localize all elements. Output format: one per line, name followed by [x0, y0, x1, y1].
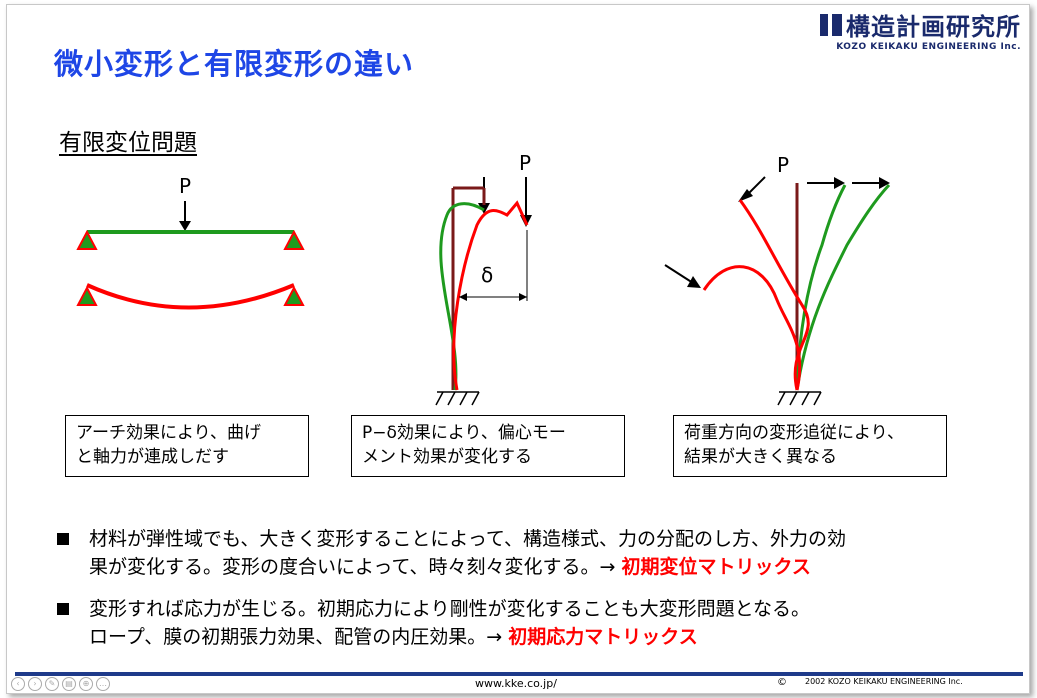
slide-nav: ‹ › ✎ ▤ ⊕ …	[11, 677, 110, 691]
emphasis-text: 初期変位マトリックス	[621, 556, 811, 578]
logo-subtitle: KOZO KEIKAKU ENGINEERING Inc.	[836, 42, 1021, 52]
bullet-list: 材料が弾性域でも、大きく変形することによって、構造様式、力の分配のし方、外力の効…	[49, 525, 1009, 665]
bullet-item: 材料が弾性域でも、大きく変形することによって、構造様式、力の分配のし方、外力の効…	[49, 525, 1009, 581]
slide-title: 微小変形と有限変形の違い	[54, 47, 415, 81]
right-arrow-icon	[879, 177, 890, 189]
company-logo: 構造計画研究所 KOZO KEIKAKU ENGINEERING Inc.	[820, 7, 1021, 52]
logo-mark-icon	[820, 13, 842, 36]
footer-bar	[15, 672, 1023, 676]
caption-box-arch: アーチ効果により、曲げ と軸力が連成しだす	[65, 415, 309, 477]
logo-text: 構造計画研究所	[846, 13, 1021, 41]
bullet-item: 変形すれば応力が生じる。初期応力により剛性が変化することも大変形問題となる。 ロ…	[49, 595, 1009, 651]
section-heading: 有限変位問題	[59, 130, 197, 156]
deflected-beam	[86, 283, 295, 310]
zoom-icon[interactable]: ⊕	[79, 677, 93, 691]
delta-label: δ	[481, 263, 493, 287]
follower-load-diagram: P	[664, 153, 891, 406]
prev-slide-icon[interactable]: ‹	[11, 677, 25, 691]
copyright-symbol: ©	[777, 677, 787, 688]
beam-diagram: P	[76, 174, 305, 310]
footer-copyright: 2002 KOZO KEIKAKU ENGINEERING Inc.	[805, 677, 963, 686]
pen-icon[interactable]: ✎	[45, 677, 59, 691]
load-label-p1: P	[179, 174, 191, 198]
square-bullet-icon	[57, 603, 69, 615]
slide-menu-icon[interactable]: ▤	[62, 677, 76, 691]
footer-url: www.kke.co.jp/	[475, 677, 557, 690]
support-triangle-icon	[76, 229, 305, 250]
red-deflection	[452, 200, 529, 391]
load-label-p3: P	[777, 153, 789, 177]
right-arrow-icon	[834, 177, 845, 189]
next-slide-icon[interactable]: ›	[28, 677, 42, 691]
slide: 微小変形と有限変形の違い 構造計画研究所 KOZO KEIKAKU ENGINE…	[6, 4, 1030, 694]
square-bullet-icon	[57, 533, 69, 545]
diagram-canvas: P P	[76, 151, 891, 406]
arrow-icon	[687, 276, 701, 288]
emphasis-text: 初期応力マトリックス	[508, 626, 698, 648]
down-arrow-icon	[179, 221, 191, 231]
load-label-p2: P	[519, 151, 531, 175]
green-deflection	[795, 183, 891, 391]
arrow-icon	[738, 189, 753, 202]
p-delta-diagram: P δ	[435, 151, 532, 406]
more-icon[interactable]: …	[96, 677, 110, 691]
red-deflection	[702, 265, 802, 391]
caption-box-p-delta: P−δ効果により、偏心モー メント効果が変化する	[351, 415, 625, 477]
support-triangle-icon	[76, 285, 305, 306]
caption-box-follower: 荷重方向の変形追従により、 結果が大きく異なる	[673, 415, 947, 477]
fixed-support-icon	[777, 391, 822, 406]
fixed-support-icon	[435, 391, 480, 406]
